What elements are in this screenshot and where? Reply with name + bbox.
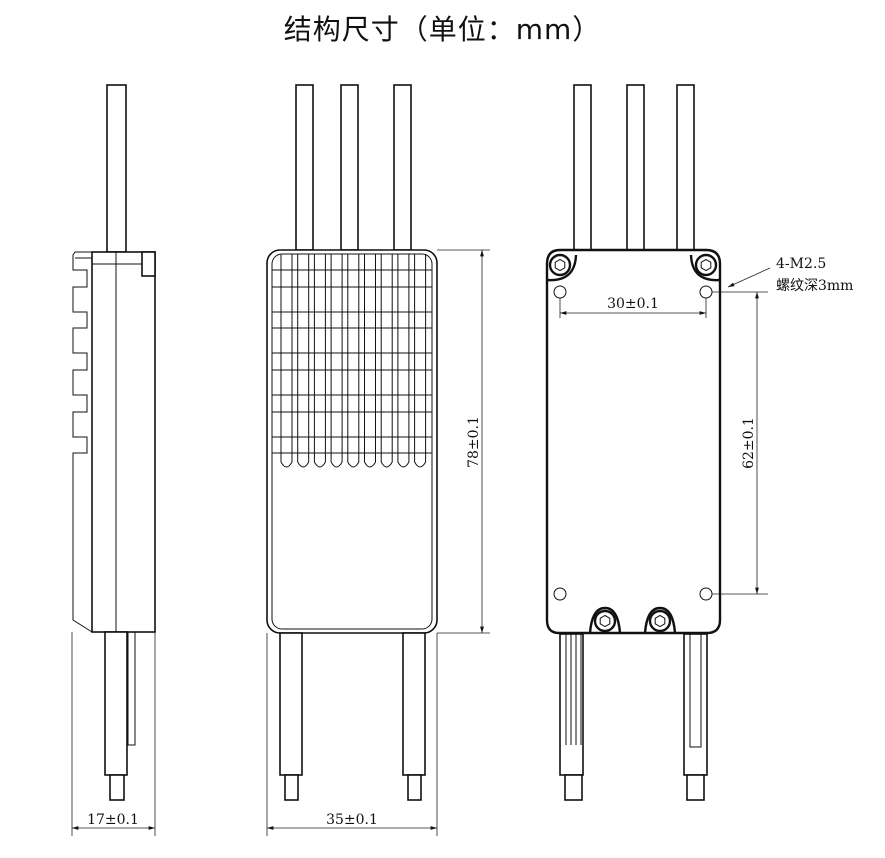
fin-slot (414, 254, 427, 468)
bottom-body (545, 248, 722, 635)
side-body (91, 251, 156, 633)
top-cable (676, 84, 695, 251)
dim-62: 62±0.1 (741, 417, 757, 469)
mount-hole (553, 285, 567, 299)
boss-outline (689, 254, 721, 282)
top-cable (295, 84, 314, 251)
screw-boss (548, 253, 572, 277)
signal-wires (689, 633, 702, 748)
top-body (266, 249, 438, 634)
fin-slot (364, 254, 376, 468)
fin-slot (347, 254, 360, 468)
top-cable (573, 84, 592, 251)
bottom-view: 30±0.1 62±0.1 4-M2.5 螺纹深3mm (545, 84, 853, 801)
side-view: 17±0.1 (71, 84, 156, 836)
boss-outline (588, 606, 622, 634)
hex-socket-icon (654, 614, 666, 628)
dim-30: 30±0.1 (607, 296, 659, 312)
cable-tip (686, 774, 705, 801)
bottom-cable (402, 632, 426, 776)
fin-slot (297, 254, 310, 468)
cable-tip (284, 774, 299, 801)
hex-socket-icon (554, 258, 566, 272)
top-cable (626, 84, 645, 251)
thread-spec: 4-M2.5 (776, 256, 826, 272)
hex-socket-icon (599, 614, 611, 628)
fin-slot (280, 254, 293, 468)
fin-slot (380, 254, 393, 468)
bottom-cable (279, 632, 303, 776)
dim-35: 35±0.1 (326, 812, 378, 828)
mount-hole (553, 587, 567, 601)
thread-depth: 螺纹深3mm (776, 278, 853, 294)
top-cable (393, 84, 412, 251)
screw-bosses (548, 253, 718, 633)
boss-outline (546, 254, 578, 282)
mount-hole (699, 587, 713, 601)
cable-tip (109, 774, 125, 801)
dim-78: 78±0.1 (466, 416, 482, 468)
top-cable (340, 84, 359, 251)
leader-line (727, 267, 771, 288)
top-cable (106, 84, 127, 253)
hex-socket-icon (700, 258, 712, 272)
top-view: 78±0.1 35±0.1 (266, 84, 490, 836)
screw-boss (648, 609, 672, 633)
screw-boss (593, 609, 617, 633)
signal-wires (127, 631, 136, 746)
top-body-inner (271, 253, 433, 630)
drawing-title: 结构尺寸（单位：mm） (283, 13, 602, 46)
screw-boss (694, 253, 718, 277)
dim-17: 17±0.1 (87, 812, 139, 828)
side-fins (72, 251, 93, 633)
fin-slot (330, 254, 343, 468)
fin-slot (313, 254, 326, 468)
boss-outline (643, 606, 677, 634)
mount-hole (699, 285, 713, 299)
heatsink-fins (272, 254, 432, 468)
cable-tip (564, 774, 583, 801)
bottom-cable (683, 633, 708, 776)
bottom-cable (104, 631, 128, 776)
fin-slot (397, 254, 410, 468)
side-connector (141, 251, 156, 277)
cable-tip (407, 774, 422, 801)
